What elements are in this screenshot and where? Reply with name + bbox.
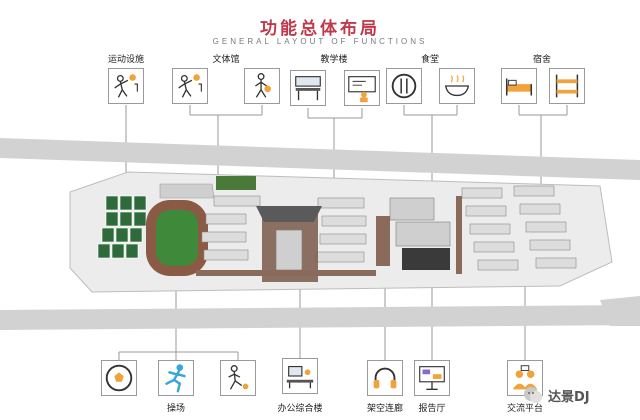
green-roof — [216, 176, 256, 190]
label-lecture-hall: 报告厅 — [418, 404, 446, 414]
road-southeast — [600, 296, 640, 326]
teaching-buildings — [201, 195, 367, 263]
central-pavilion-roof — [256, 206, 322, 222]
label-gymnasium: 文体馆 — [212, 55, 240, 65]
people-meeting-icon — [507, 360, 543, 396]
runner-icon — [158, 360, 194, 396]
soccer-player-icon — [220, 360, 256, 396]
label-teaching-building: 教学楼 — [320, 55, 348, 65]
lecture-hall — [402, 248, 450, 270]
classroom-desk-icon — [290, 70, 326, 106]
label-canteen: 食堂 — [420, 55, 440, 65]
exchange-platform — [456, 196, 462, 274]
presentation-icon — [414, 360, 450, 396]
volleyball-player-icon — [172, 68, 208, 104]
label-elevated-corridor: 架空连廊 — [366, 404, 404, 414]
sports-courts — [97, 195, 147, 259]
label-exchange-platform: 交流平台 — [506, 404, 544, 414]
label-playground: 操场 — [166, 404, 186, 414]
page-subtitle: GENERAL LAYOUT OF FUNCTIONS — [212, 37, 428, 46]
label-dormitory: 宿舍 — [532, 55, 552, 65]
dormitory-buildings — [461, 185, 577, 271]
road-north — [0, 138, 640, 180]
canteen-buildings — [389, 197, 451, 247]
label-office-complex: 办公综合楼 — [277, 404, 323, 414]
page-title: 功能总体布局 — [260, 19, 380, 39]
volleyball-player-icon — [108, 68, 144, 104]
soccer-ball-icon — [101, 360, 137, 396]
watermark: 达景DJ — [548, 390, 590, 405]
headphones-icon — [367, 360, 403, 396]
plate-cutlery-icon — [386, 68, 422, 104]
label-sports-facilities: 运动设施 — [107, 55, 145, 65]
food-bowl-icon — [439, 68, 475, 104]
office-desk-icon — [282, 358, 318, 394]
road-south — [0, 305, 640, 330]
office-building — [275, 229, 303, 271]
bed-icon — [501, 68, 537, 104]
sports-hall — [159, 183, 215, 199]
football-field — [156, 210, 198, 266]
wechat-icon — [524, 387, 542, 403]
teacher-blackboard-icon — [344, 70, 380, 106]
basketball-player-icon — [244, 68, 280, 104]
bunk-bed-icon — [549, 68, 585, 104]
